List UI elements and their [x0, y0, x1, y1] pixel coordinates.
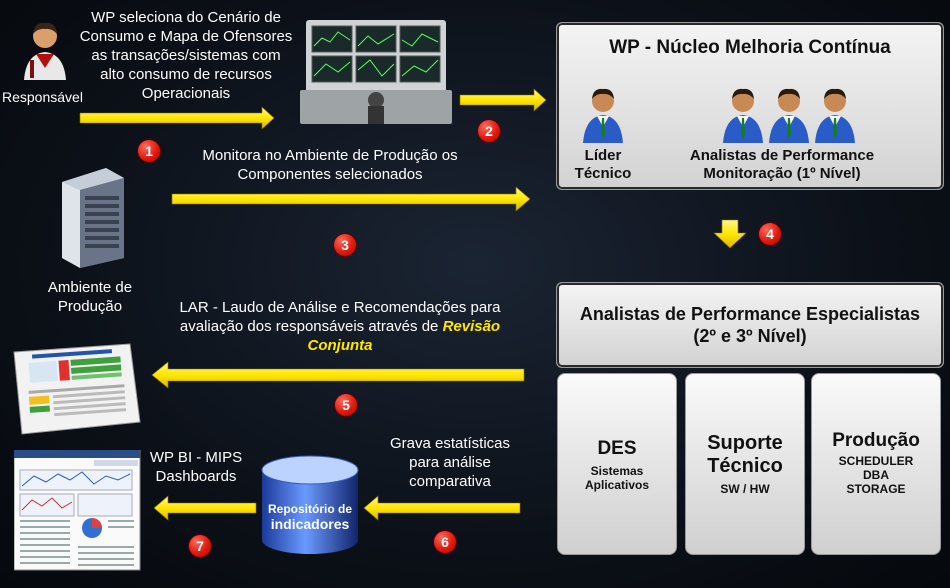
lar-text: LAR - Laudo de Análise e Recomendações p… — [160, 298, 520, 355]
analistas-people-icon — [723, 88, 855, 143]
arrow-step1 — [79, 106, 275, 130]
lider-line-2: Técnico — [574, 165, 632, 182]
analistas-label: Analistas de Performance Monitoração (1º… — [665, 147, 899, 183]
especialistas-line-2: (2º e 3º Nível) — [693, 326, 807, 346]
lar-line-2: avaliação dos responsáveis através de — [179, 318, 439, 335]
database-icon — [261, 455, 359, 554]
lider-line-1: Líder — [584, 147, 622, 164]
grava-line-3: comparativa — [409, 473, 491, 490]
analistas-line-2: Monitoração (1º Nível) — [703, 165, 861, 182]
step-badge-4: 4 — [759, 223, 781, 245]
repo-label: Repositório de indicadores — [258, 502, 362, 532]
step-badge-5: 5 — [335, 394, 357, 416]
step-badge-7: 7 — [189, 535, 211, 557]
top-line-3: as transações/sistemas com — [91, 47, 281, 64]
nucleo-title: WP - Núcleo Melhoria Contínua — [609, 37, 891, 58]
arrow-step3 — [171, 186, 531, 212]
lar-line-1: LAR - Laudo de Análise e Recomendações p… — [179, 299, 501, 316]
server-icon — [62, 168, 124, 268]
monitoring-station-icon — [300, 20, 452, 124]
monitora-text: Monitora no Ambiente de Produção os Comp… — [170, 146, 490, 184]
monitora-line-1: Monitora no Ambiente de Produção os — [202, 147, 458, 164]
card-suporte: Suporte Técnico SW / HW — [685, 373, 805, 555]
nucleo-panel: WP - Núcleo Melhoria Contínua Líder Técn… — [556, 22, 944, 190]
card-producao-sub1: SCHEDULER — [838, 454, 914, 468]
ambiente-line-2: Produção — [57, 298, 123, 315]
lider-person-icon — [583, 88, 623, 143]
step-badge-1: 1 — [138, 140, 160, 162]
card-suporte-title1: Suporte — [707, 432, 783, 454]
arrow-step6 — [363, 495, 521, 521]
card-suporte-title2: Técnico — [707, 455, 783, 477]
especialistas-title: Analistas de Performance Especialistas (… — [557, 303, 943, 347]
arrow-step7 — [153, 495, 257, 521]
dashboard-icon — [14, 450, 141, 571]
grava-text: Grava estatísticas para análise comparat… — [376, 434, 524, 491]
especialistas-panel: Analistas de Performance Especialistas (… — [556, 282, 944, 368]
step-badge-2: 2 — [478, 120, 500, 142]
step-badge-3: 3 — [334, 234, 356, 256]
card-producao-sub2: DBA — [863, 468, 889, 482]
repo-line-2: indicadores — [270, 516, 350, 532]
bi-text: WP BI - MIPS Dashboards — [136, 448, 256, 486]
lar-highlight-conjunta: Conjunta — [307, 337, 373, 354]
card-producao-title: Produção — [832, 430, 920, 451]
card-des: DES Sistemas Aplicativos — [557, 373, 677, 555]
monitora-line-2: Componentes selecionados — [237, 166, 423, 183]
arrow-step4 — [713, 219, 747, 249]
grava-line-1: Grava estatísticas — [389, 435, 511, 452]
arrow-step2 — [459, 88, 547, 112]
arrow-step5 — [151, 361, 525, 389]
top-line-1: WP seleciona do Cenário de — [91, 9, 281, 26]
card-des-title: DES — [597, 438, 637, 459]
person-icon — [24, 22, 66, 80]
card-producao: Produção SCHEDULER DBA STORAGE — [811, 373, 941, 555]
grava-line-2: para análise — [409, 454, 491, 471]
top-line-2: Consumo e Mapa de Ofensores — [79, 28, 293, 45]
top-description: WP seleciona do Cenário de Consumo e Map… — [66, 8, 306, 103]
responsavel-label: Responsável — [2, 89, 83, 105]
lar-highlight-revisao: Revisão — [442, 318, 501, 335]
especialistas-line-1: Analistas de Performance Especialistas — [579, 304, 921, 324]
bi-line-2: Dashboards — [155, 468, 237, 485]
repo-line-1: Repositório de — [267, 502, 352, 516]
report-document-icon — [13, 343, 141, 435]
ambiente-label: Ambiente de Produção — [30, 278, 150, 316]
ambiente-line-1: Ambiente de — [47, 279, 133, 296]
card-producao-sub3: STORAGE — [846, 482, 906, 496]
step-badge-6: 6 — [434, 531, 456, 553]
top-line-5: Operacionais — [141, 85, 231, 102]
card-des-sub2: Aplicativos — [584, 478, 650, 492]
bi-line-1: WP BI - MIPS — [149, 449, 243, 466]
top-line-4: alto consumo de recursos — [100, 66, 272, 83]
card-suporte-sub1: SW / HW — [720, 482, 770, 496]
analistas-line-1: Analistas de Performance — [689, 147, 875, 164]
lider-label: Líder Técnico — [561, 147, 645, 183]
card-des-sub1: Sistemas — [590, 464, 644, 478]
